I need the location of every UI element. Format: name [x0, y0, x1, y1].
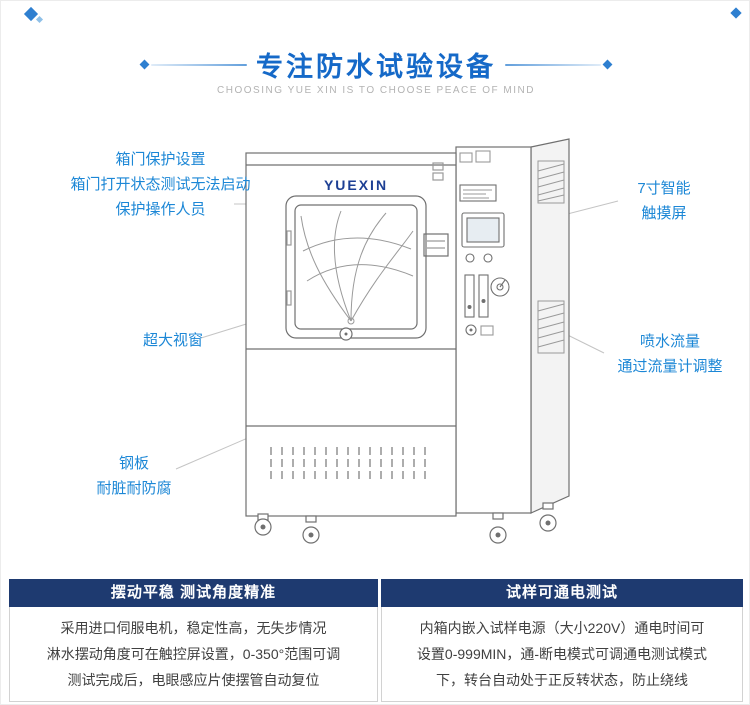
- corner-diamond-small-icon-left: [35, 15, 44, 24]
- machine-window: [285, 195, 449, 341]
- feature-panel-swing-body: 采用进口伺服电机，稳定性高，无失步情况 淋水摆动角度可在触控屏设置，0-350°…: [9, 607, 378, 702]
- callout-touch-screen: 7寸智能 触摸屏: [637, 180, 691, 222]
- feature-panel-swing: 摆动平稳 测试角度精准 采用进口伺服电机，稳定性高，无失步情况 淋水摆动角度可在…: [9, 579, 378, 702]
- machine-brand-text: YUEXIN: [324, 177, 388, 193]
- machine-vents: [270, 447, 426, 479]
- page-subtitle: CHOOSING YUE XIN IS TO CHOOSE PEACE OF M…: [217, 85, 535, 96]
- machine-casters: [254, 502, 557, 544]
- callout-door-protection: 箱门保护设置 箱门打开状态测试无法启动 保护操作人员: [70, 151, 251, 218]
- feature-panel-power-header: 试样可通电测试: [381, 579, 743, 607]
- machine-flow-meter: [464, 274, 489, 318]
- feature-panel-power: 试样可通电测试 内箱内嵌入试样电源（大小220V）通电时间可 设置0-999MI…: [381, 579, 743, 702]
- feature-panel-swing-header: 摆动平稳 测试角度精准: [9, 579, 378, 607]
- corner-diamond-icon-right: [730, 7, 742, 19]
- title-divider-left: [139, 59, 247, 70]
- title-divider-right: [505, 59, 613, 70]
- machine-side-vents: [537, 160, 565, 354]
- callout-large-window: 超大视窗: [142, 332, 203, 349]
- machine-control-panel: [459, 150, 510, 336]
- spray-pattern: [300, 210, 414, 325]
- machine-touchscreen: [461, 212, 505, 248]
- feature-panel-power-body: 内箱内嵌入试样电源（大小220V）通电时间可 设置0-999MIN，通-断电模式…: [381, 607, 743, 702]
- machine-illustration: YUEXIN: [175, 138, 619, 544]
- callout-spray-flow: 喷水流量 通过流量计调整: [617, 333, 723, 375]
- machine-pressure-gauge: [490, 277, 510, 297]
- callout-steel-plate: 钢板 耐脏耐防腐: [96, 455, 172, 497]
- page-title: 专注防水试验设备: [256, 52, 496, 82]
